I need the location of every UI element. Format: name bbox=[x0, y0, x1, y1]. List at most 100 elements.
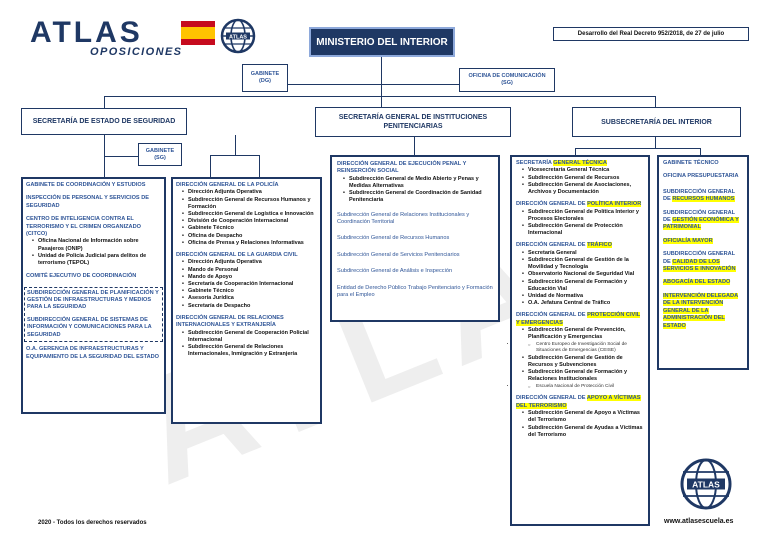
list-item: Mando de Personal bbox=[176, 267, 317, 274]
unit-citco: CENTRO DE INTELIGENCIA CONTRA EL TERRORI… bbox=[26, 216, 141, 238]
spain-flag-icon bbox=[181, 21, 215, 45]
connector bbox=[235, 135, 236, 155]
connector bbox=[284, 84, 466, 85]
direcciones-generales-seguridad-panel: DIRECCIÓN GENERAL DE LA POLICÍA Direcció… bbox=[171, 177, 322, 424]
list-item: Subdirección General de Coordinación de … bbox=[337, 190, 493, 204]
title-prefix: DIRECCIÓN GENERAL DE bbox=[516, 242, 588, 249]
connector bbox=[259, 155, 260, 177]
footer-copyright: 2020 - Todos los derechos reservados bbox=[38, 520, 147, 526]
unit-inspeccion-personal: INSPECCIÓN DE PERSONAL Y SERVICIOS DE SE… bbox=[26, 195, 149, 209]
footer-url[interactable]: www.atlasescuela.es bbox=[664, 518, 734, 525]
list-item: Subdirección General de Protección Inter… bbox=[516, 223, 644, 237]
dg-proteccion-civil-title: DIRECCIÓN GENERAL DE PROTECCIÓN CIVIL Y … bbox=[516, 312, 644, 327]
title-highlight: RECURSOS HUMANOS bbox=[672, 196, 735, 203]
list-item: Subdirección General de Gestión de Recur… bbox=[516, 355, 644, 369]
connector bbox=[575, 148, 700, 149]
dg-politica-interior-title: DIRECCIÓN GENERAL DE POLÍTICA INTERIOR bbox=[516, 201, 644, 208]
citco-bullet: Unidad de Policía Judicial para delitos … bbox=[26, 253, 161, 267]
list-item: Subdirección General de Apoyo a Víctimas… bbox=[516, 410, 644, 424]
seguridad-units-panel: GABINETE DE COORDINACIÓN Y ESTUDIOS INSP… bbox=[21, 177, 166, 414]
decree-text: Desarrollo del Real Decreto 952/2018, de… bbox=[577, 31, 725, 37]
connector bbox=[104, 156, 138, 157]
secretaria-estado-seguridad-header: SECRETARÍA DE ESTADO DE SEGURIDAD bbox=[21, 108, 187, 135]
secretaria-general-tecnica-title: SECRETARÍA GENERAL TÉCNICA bbox=[516, 160, 644, 167]
sub-servicios-penitenciarios: Subdirección General de Servicios Penite… bbox=[337, 251, 460, 258]
svg-text:ATLAS: ATLAS bbox=[692, 480, 720, 490]
oficina-comunicacion-label: OFICINA DE COMUNICACIÓN bbox=[468, 73, 546, 79]
gabinete-dg-label: GABINETE bbox=[250, 71, 280, 77]
unit-planificacion-infraestructuras: SUBDIRECCIÓN GENERAL DE PLANIFICACIÓN Y … bbox=[27, 289, 159, 311]
title-prefix: DIRECCIÓN GENERAL DE bbox=[516, 395, 587, 402]
gabinete-sg-box: GABINETE (SG) bbox=[138, 143, 182, 166]
unit-intervencion-delegada: INTERVENCIÓN DELEGADA DE LA INTERVENCIÓN… bbox=[663, 292, 743, 330]
connector bbox=[210, 155, 260, 156]
list-item: Gabinete Técnico bbox=[176, 288, 317, 295]
list-item: Oficina de Despacho bbox=[176, 233, 317, 240]
list-item: Subdirección General de Gestión de la Mo… bbox=[516, 257, 644, 271]
list-item: Subdirección General de Formación y Educ… bbox=[516, 279, 644, 293]
list-item: Subdirección General de Relaciones Inter… bbox=[176, 344, 317, 358]
oficina-comunicacion-box: OFICINA DE COMUNICACIÓN (SG) bbox=[459, 68, 555, 92]
dg-policia-title: DIRECCIÓN GENERAL DE LA POLICÍA bbox=[176, 182, 279, 188]
title-highlight: GENERAL TÉCNICA bbox=[553, 160, 607, 166]
connector bbox=[414, 137, 415, 155]
list-item: Dirección Adjunta Operativa bbox=[176, 259, 317, 266]
brand-sub: OPOSICIONES bbox=[90, 46, 183, 58]
title-highlight: TRÁFICO bbox=[587, 242, 612, 249]
subsecretaria-interior-header: SUBSECRETARÍA DEL INTERIOR bbox=[572, 107, 741, 137]
list-item: Subdirección General de Recursos Humanos… bbox=[176, 197, 317, 211]
list-item: Subdirección General de Prevención, Plan… bbox=[516, 327, 644, 341]
list-item: O.A. Jefatura Central de Tráfico bbox=[516, 300, 644, 307]
title-prefix: DIRECCIÓN GENERAL DE bbox=[516, 312, 588, 319]
list-item: División de Cooperación Internacional bbox=[176, 218, 317, 225]
connector bbox=[700, 148, 701, 155]
subsecretaria-unidades-panel: GABINETE TÉCNICO OFICINA PRESUPUESTARIA … bbox=[657, 155, 749, 370]
unit-calidad-servicios: SUBDIRECCIÓN GENERAL DE CALIDAD DE LOS S… bbox=[663, 251, 743, 273]
svg-text:ATLAS: ATLAS bbox=[229, 35, 247, 41]
title-prefix: SECRETARÍA bbox=[516, 160, 554, 166]
title-prefix: SUBDIRECCIÓN GENERAL DE bbox=[663, 188, 736, 203]
title-highlight: ABOGACÍA DEL ESTADO bbox=[663, 279, 731, 286]
dg-ejecucion-penal-title: DIRECCIÓN GENERAL DE EJECUCIÓN PENAL Y R… bbox=[337, 161, 467, 175]
list-item: Subdirección General de Asociaciones, Ar… bbox=[516, 182, 644, 196]
dg-relaciones-internacionales-title: DIRECCIÓN GENERAL DE RELACIONES INTERNAC… bbox=[176, 314, 284, 329]
sub-recursos-humanos: Subdirección General de Recursos Humanos bbox=[337, 235, 450, 242]
title-highlight: INTERVENCIÓN DELEGADA DE LA INTERVENCIÓN… bbox=[663, 292, 739, 329]
citco-bullet: Oficina Nacional de Información sobre Pa… bbox=[26, 238, 161, 252]
connector bbox=[575, 148, 576, 155]
title-prefix: SUBDIRECCIÓN GENERAL DE bbox=[663, 251, 736, 265]
unit-recursos-humanos: SUBDIRECCIÓN GENERAL DE RECURSOS HUMANOS bbox=[663, 189, 743, 204]
list-item: Secretaría de Despacho bbox=[176, 303, 317, 310]
list-item: Observatorio Nacional de Seguridad Vial bbox=[516, 271, 644, 278]
brand-logo: ATLAS OPOSICIONES ATLAS bbox=[30, 16, 260, 60]
title-highlight: OFICIALÍA MAYOR bbox=[663, 237, 713, 244]
gabinete-sg-sub: (SG) bbox=[154, 154, 166, 161]
connector bbox=[655, 137, 656, 149]
globe-icon: ATLAS bbox=[220, 18, 256, 54]
list-item: Asesoría Jurídica bbox=[176, 295, 317, 302]
connector bbox=[381, 57, 382, 107]
list-item: Subdirección General de Cooperación Poli… bbox=[176, 330, 317, 344]
dg-guardia-civil-title: DIRECCIÓN GENERAL DE LA GUARDIA CIVIL bbox=[176, 252, 298, 259]
list-item: Vicesecretaría General Técnica bbox=[516, 167, 644, 174]
unit-oficialia-mayor: OFICIALÍA MAYOR bbox=[663, 237, 743, 245]
title-highlight: POLÍTICA INTERIOR bbox=[587, 201, 642, 208]
unit-sistemas-informacion: SUBDIRECCIÓN GENERAL DE SISTEMAS DE INFO… bbox=[27, 316, 152, 338]
penitenciarias-panel: DIRECCIÓN GENERAL DE EJECUCIÓN PENAL Y R… bbox=[330, 155, 500, 322]
secretaria-general-label-2: PENITENCIARIAS bbox=[383, 123, 443, 130]
page-title-text: MINISTERIO DEL INTERIOR bbox=[316, 36, 448, 48]
list-item: Unidad de Normativa bbox=[516, 293, 644, 300]
dg-apoyo-victimas-title: DIRECCIÓN GENERAL DE APOYO A VÍCTIMAS DE… bbox=[516, 395, 644, 410]
brand-name: ATLAS bbox=[30, 16, 143, 49]
list-subitem: Centro Europeo de Investigación Social d… bbox=[516, 342, 644, 355]
list-item: Gabinete Técnico bbox=[176, 225, 317, 232]
oficina-comunicacion-sub: (SG) bbox=[501, 80, 513, 86]
secretaria-general-penitenciarias-header: SECRETARÍA GENERAL DE INSTITUCIONES PENI… bbox=[315, 107, 511, 137]
list-item: Subdirección General de Logística e Inno… bbox=[176, 211, 317, 218]
sub-relaciones-institucionales: Subdirección General de Relaciones Insti… bbox=[337, 211, 470, 226]
list-item: Dirección Adjunta Operativa bbox=[176, 189, 317, 196]
list-subitem: Escuela Nacional de Protección Civil bbox=[516, 384, 644, 391]
unit-gestion-economica: SUBDIRECCIÓN GENERAL DE GESTIÓN ECONÓMIC… bbox=[663, 210, 743, 232]
connector bbox=[104, 96, 105, 108]
entidad-trabajo-penitenciario: Entidad de Derecho Público Trabajo Penit… bbox=[337, 284, 493, 299]
